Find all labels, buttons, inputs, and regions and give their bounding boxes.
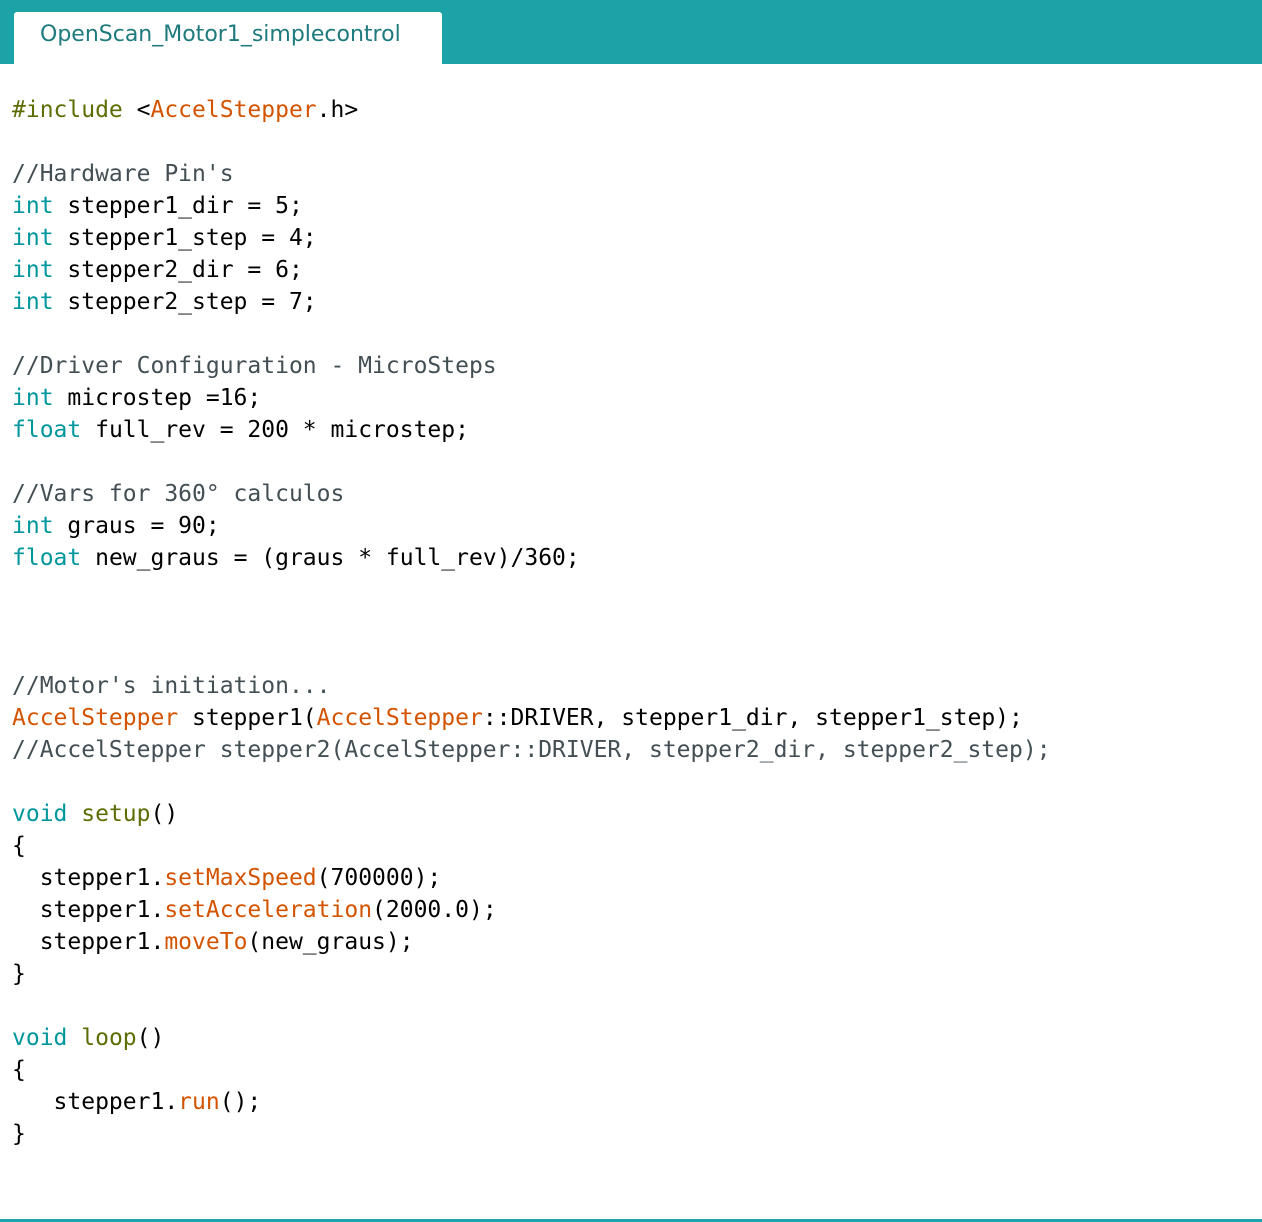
code-token-txt: }: [12, 961, 26, 987]
code-token-type: float: [12, 545, 82, 571]
code-token-comment: //AccelStepper stepper2(AccelStepper::DR…: [12, 737, 1051, 763]
code-line: stepper1.run();: [12, 1086, 1051, 1118]
code-line: #include <AccelStepper.h>: [12, 94, 1051, 126]
code-token-type: void: [12, 801, 68, 827]
code-token-txt: (): [150, 801, 179, 827]
code-token-type: int: [12, 193, 54, 219]
code-token-txt: stepper2_dir = 6;: [53, 257, 303, 283]
code-token-txt: {: [12, 833, 26, 859]
code-token-txt: full_rev = 200 * microstep;: [81, 417, 469, 443]
code-line: [12, 766, 1051, 798]
code-line: float full_rev = 200 * microstep;: [12, 414, 1051, 446]
code-token-lib: setAcceleration: [164, 897, 373, 923]
code-token-type: float: [12, 417, 82, 443]
code-token-comment: //Driver Configuration - MicroSteps: [12, 353, 497, 379]
code-line: [12, 990, 1051, 1022]
code-token-fn: setup: [81, 801, 151, 827]
code-token-txt: (700000);: [316, 865, 442, 891]
code-token-lib: AccelStepper: [12, 705, 179, 731]
code-token-txt: stepper1.: [12, 865, 165, 891]
code-line: int microstep =16;: [12, 382, 1051, 414]
code-line: //Hardware Pin's: [12, 158, 1051, 190]
tab-openscan-motor1-simplecontrol[interactable]: OpenScan_Motor1_simplecontrol: [14, 12, 442, 64]
code-token-txt: (new_graus);: [247, 929, 414, 955]
code-token-txt: <: [122, 97, 151, 123]
code-line: [12, 606, 1051, 638]
code-token-txt: }: [12, 1121, 26, 1147]
code-line: //Driver Configuration - MicroSteps: [12, 350, 1051, 382]
editor-bottom-border: [0, 1219, 1262, 1222]
code-line: [12, 574, 1051, 606]
code-line: float new_graus = (graus * full_rev)/360…: [12, 542, 1051, 574]
code-line: [12, 318, 1051, 350]
code-token-fn: loop: [81, 1025, 137, 1051]
code-token-lib: moveTo: [164, 929, 248, 955]
code-token-comment: //Vars for 360° calculos: [12, 481, 345, 507]
code-line: stepper1.moveTo(new_graus);: [12, 926, 1051, 958]
code-token-pre: #include: [12, 97, 123, 123]
code-token-txt: stepper1.: [12, 929, 165, 955]
code-line: int graus = 90;: [12, 510, 1051, 542]
code-token-txt: stepper2_step = 7;: [53, 289, 317, 315]
code-token-txt: (2000.0);: [372, 897, 497, 923]
code-token-txt: [67, 801, 81, 827]
code-token-type: int: [12, 225, 54, 251]
code-editor[interactable]: #include <AccelStepper.h> //Hardware Pin…: [0, 64, 1262, 1219]
code-token-comment: //Motor's initiation...: [12, 673, 331, 699]
code-line: void setup(): [12, 798, 1051, 830]
code-token-txt: stepper1_step = 4;: [53, 225, 317, 251]
code-token-txt: stepper1(: [178, 705, 317, 731]
code-token-txt: stepper1.: [12, 1089, 179, 1115]
code-token-type: int: [12, 513, 54, 539]
code-token-lib: run: [178, 1089, 220, 1115]
code-line: {: [12, 830, 1051, 862]
code-token-txt: stepper1.: [12, 897, 165, 923]
code-line: int stepper2_dir = 6;: [12, 254, 1051, 286]
code-token-txt: new_graus = (graus * full_rev)/360;: [81, 545, 580, 571]
code-token-lib: AccelStepper: [316, 705, 483, 731]
code-token-txt: (): [136, 1025, 165, 1051]
code-line: [12, 638, 1051, 670]
code-token-txt: stepper1_dir = 5;: [53, 193, 303, 219]
code-token-txt: [67, 1025, 81, 1051]
code-line: AccelStepper stepper1(AccelStepper::DRIV…: [12, 702, 1051, 734]
code-line: [12, 126, 1051, 158]
code-token-lib: setMaxSpeed: [164, 865, 317, 891]
code-line: }: [12, 1118, 1051, 1150]
tab-bar: OpenScan_Motor1_simplecontrol: [0, 0, 1262, 64]
code-token-txt: microstep =16;: [53, 385, 262, 411]
code-line: stepper1.setAcceleration(2000.0);: [12, 894, 1051, 926]
code-line: {: [12, 1054, 1051, 1086]
code-line: [12, 446, 1051, 478]
code-token-txt: graus = 90;: [53, 513, 220, 539]
code-line: int stepper1_dir = 5;: [12, 190, 1051, 222]
code-token-comment: //Hardware Pin's: [12, 161, 234, 187]
code-token-txt: ::DRIVER, stepper1_dir, stepper1_step);: [482, 705, 1023, 731]
code-line: stepper1.setMaxSpeed(700000);: [12, 862, 1051, 894]
tab-label: OpenScan_Motor1_simplecontrol: [40, 22, 401, 47]
code-token-type: void: [12, 1025, 68, 1051]
code-token-type: int: [12, 385, 54, 411]
code-token-type: int: [12, 257, 54, 283]
code-line: int stepper2_step = 7;: [12, 286, 1051, 318]
code-token-lib: AccelStepper: [150, 97, 317, 123]
code-area[interactable]: #include <AccelStepper.h> //Hardware Pin…: [12, 94, 1051, 1150]
code-line: int stepper1_step = 4;: [12, 222, 1051, 254]
code-token-txt: ();: [219, 1089, 262, 1115]
code-line: void loop(): [12, 1022, 1051, 1054]
code-line: //Motor's initiation...: [12, 670, 1051, 702]
code-line: //AccelStepper stepper2(AccelStepper::DR…: [12, 734, 1051, 766]
code-token-type: int: [12, 289, 54, 315]
code-token-txt: {: [12, 1057, 26, 1083]
code-line: }: [12, 958, 1051, 990]
code-line: //Vars for 360° calculos: [12, 478, 1051, 510]
code-token-txt: .h>: [316, 97, 359, 123]
